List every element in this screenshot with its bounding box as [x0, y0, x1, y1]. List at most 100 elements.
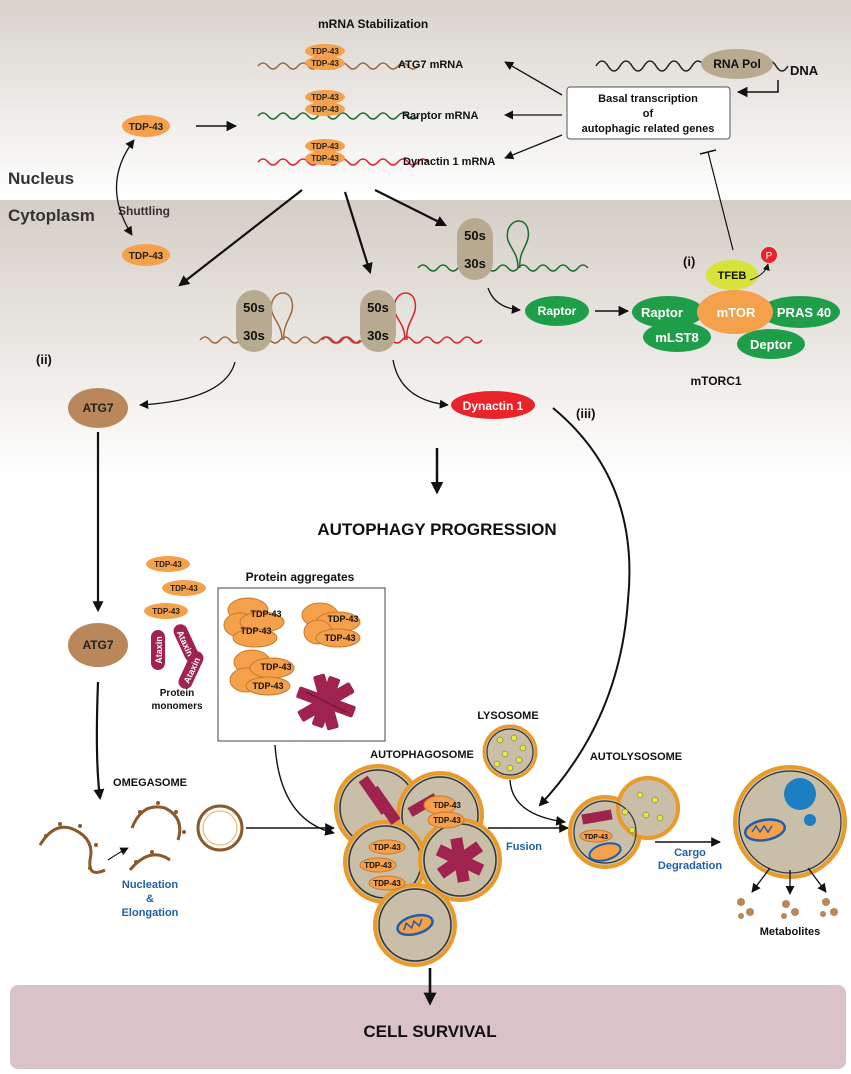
nucleation-label: Nucleation [122, 879, 179, 891]
arrow-lysosome-to-fusion [509, 779, 566, 826]
atg7-protein-bottom [68, 623, 128, 667]
marker-ii: (ii) [36, 352, 52, 367]
svg-text:TDP-43: TDP-43 [311, 47, 339, 56]
omegasome-label: OMEGASOME [113, 777, 187, 789]
cell-survival-banner [10, 985, 846, 1069]
tfeb-inhibition-line [707, 151, 734, 251]
svg-text:30s: 30s [464, 256, 486, 271]
svg-text:TDP-43: TDP-43 [311, 59, 339, 68]
raptor-protein [525, 296, 589, 326]
rna-pol [701, 49, 773, 79]
tdp43-pair-atg7: TDP-43 TDP-43 [305, 44, 345, 70]
basal-line2: of [643, 108, 654, 120]
amp-label: & [146, 893, 154, 905]
arrow-dna-to-basal [736, 80, 779, 98]
raptor-protein-label: Raptor [538, 304, 577, 318]
raptor-mrna-strand [257, 112, 419, 120]
protein-aggregates-title: Protein aggregates [246, 570, 355, 584]
cargo-label: Cargo [674, 847, 706, 859]
ribosome-atg7: 50s 30s [199, 290, 361, 352]
svg-text:TDP-43: TDP-43 [311, 105, 339, 114]
svg-text:PRAS 40: PRAS 40 [777, 305, 831, 320]
svg-text:TDP-43: TDP-43 [250, 609, 281, 619]
svg-text:P: P [766, 251, 773, 262]
tdp43-nuclear-label: TDP-43 [129, 122, 164, 133]
svg-text:TDP-43: TDP-43 [584, 834, 608, 841]
basal-line1: Basal transcription [598, 93, 698, 105]
dynactin1-label: Dynactin 1 [463, 399, 524, 413]
autophagosome-label: AUTOPHAGOSOME [370, 749, 474, 761]
atg7-protein-top [68, 388, 128, 428]
autophagy-progression: AUTOPHAGY PROGRESSION [317, 520, 556, 539]
svg-text:TDP-43: TDP-43 [240, 626, 271, 636]
svg-text:Raptor: Raptor [641, 305, 683, 320]
arrow-basal-to-atg7 [504, 61, 563, 96]
atg7-protein-top-label: ATG7 [82, 401, 113, 415]
mtorc1-complex: Raptor mTOR PRAS 40 mLST8 Deptor TFEB P [632, 247, 840, 359]
atg7-protein-bottom-label: ATG7 [82, 638, 113, 652]
tdp43-pair-raptor: TDP-43 TDP-43 [305, 90, 345, 116]
svg-text:TDP-43: TDP-43 [152, 607, 180, 616]
metabolite-dots [737, 898, 838, 919]
svg-text:TDP-43: TDP-43 [154, 560, 182, 569]
svg-text:monomers: monomers [151, 701, 203, 712]
fusion-label: Fusion [506, 841, 542, 853]
omegasome-membranes [38, 801, 244, 874]
elongation-label: Elongation [122, 907, 179, 919]
tdp43-cytoplasmic [122, 244, 170, 266]
arrow-atg7-to-omegasome [93, 681, 105, 801]
tdp43-cytoplasmic-label: TDP-43 [129, 251, 164, 262]
mrna-stabilization-title: mRNA Stabilization [318, 17, 428, 31]
arrow-to-metabolite-1 [751, 867, 771, 893]
svg-text:TFEB: TFEB [718, 270, 747, 282]
svg-text:TDP-43: TDP-43 [324, 633, 355, 643]
lysosome-label: LYSOSOME [477, 710, 538, 722]
aggregate-cluster-1: TDP-43 TDP-43 [223, 597, 285, 648]
svg-text:30s: 30s [243, 328, 265, 343]
raptor-mrna-label: Rarptor mRNA [402, 110, 478, 122]
basal-line3: autophagic related genes [582, 123, 715, 135]
arrow-basal-to-dynactin [504, 134, 563, 160]
tdp43-nuclear [122, 115, 170, 137]
svg-text:TDP-43: TDP-43 [327, 614, 358, 624]
svg-text:30s: 30s [367, 328, 389, 343]
svg-text:TDP-43: TDP-43 [311, 142, 339, 151]
ribosome-raptor: 50s 30s [417, 218, 589, 280]
arrow-ribosome-to-raptor [487, 287, 521, 314]
autolysosome-label: AUTOLYSOSOME [590, 751, 682, 763]
arrow-to-metabolite-3 [807, 867, 827, 893]
svg-text:TDP-43: TDP-43 [433, 816, 461, 825]
svg-text:Protein: Protein [160, 688, 194, 699]
degradation-label: Degradation [658, 860, 722, 872]
svg-text:mLST8: mLST8 [655, 330, 698, 345]
degraded-vesicle [733, 765, 847, 879]
marker-iii: (iii) [576, 406, 596, 421]
svg-text:mTOR: mTOR [717, 305, 756, 320]
arrow-ribosome-to-dynactin [392, 359, 449, 409]
arrow-aggregates-to-autophagosome [274, 744, 335, 836]
lysosome [482, 724, 538, 780]
svg-text:TDP-43: TDP-43 [170, 584, 198, 593]
svg-text:TDP-43: TDP-43 [311, 93, 339, 102]
mtorc1-label: mTORC1 [690, 374, 741, 388]
svg-text:TDP-43: TDP-43 [433, 801, 461, 810]
arrow-mrna-to-raptor-translation [374, 189, 447, 226]
svg-text:TDP-43: TDP-43 [252, 681, 283, 691]
cytoplasm-label: Cytoplasm [8, 206, 95, 225]
basal-transcription-box [566, 86, 731, 140]
atg7-mrna-label: ATG7 mRNA [398, 59, 463, 71]
tdp43-pair-dynactin: TDP-43 TDP-43 [305, 139, 345, 165]
nucleus-label: Nucleus [8, 169, 74, 188]
svg-text:TDP-43: TDP-43 [364, 861, 392, 870]
mtorc1-marker: (i) [683, 254, 695, 269]
svg-text:Ataxin: Ataxin [154, 636, 164, 664]
metabolites-label: Metabolites [760, 926, 821, 938]
svg-text:TDP-43: TDP-43 [311, 154, 339, 163]
svg-text:50s: 50s [243, 300, 265, 315]
cell-survival-label: CELL SURVIVAL [363, 1022, 496, 1041]
svg-text:50s: 50s [367, 300, 389, 315]
aggregate-cluster-3: TDP-43 TDP-43 [229, 649, 295, 696]
arrow-ribosome-to-atg7 [139, 361, 236, 410]
tfeb-inhibition-bar [699, 149, 717, 155]
arrow-mrna-to-atg7-translation [178, 189, 303, 287]
